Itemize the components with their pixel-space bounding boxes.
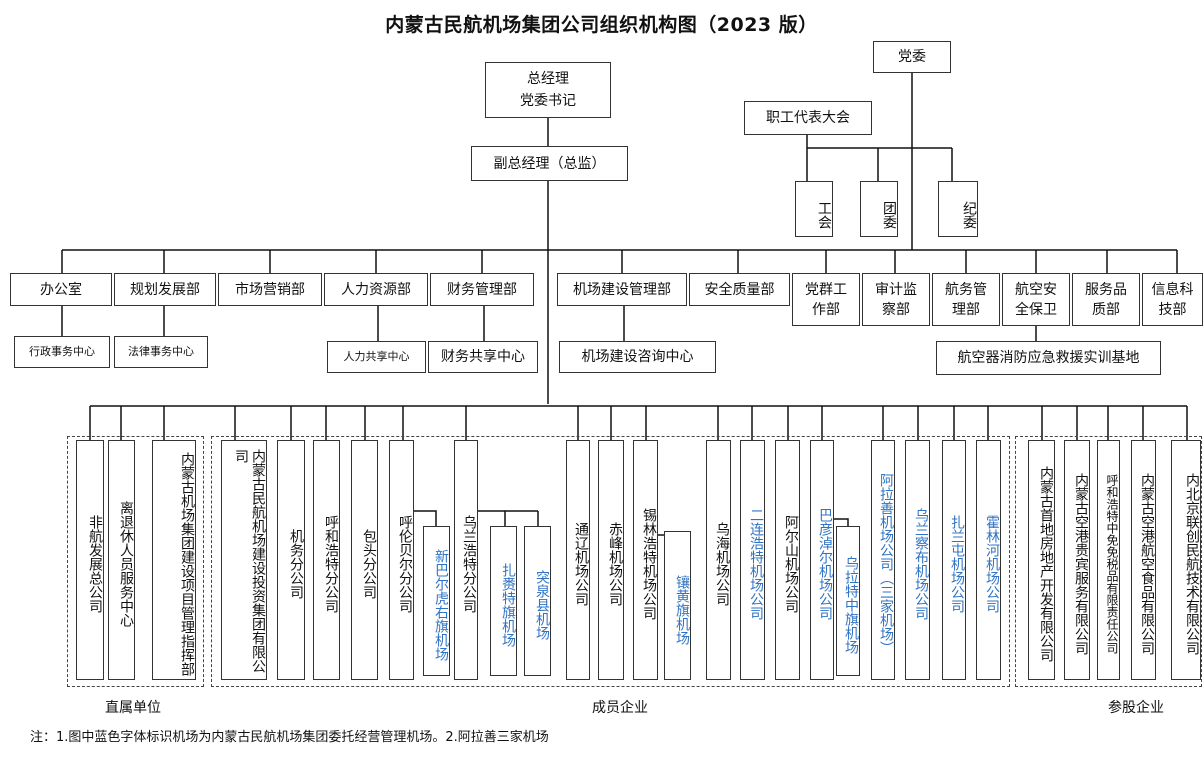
- member-baotou: 包头分公司: [351, 440, 378, 680]
- member-zhalantun: 扎兰屯机场公司: [942, 440, 966, 680]
- equity-dutyfree: 呼和浩特中免免税品有限责任公司: [1097, 440, 1120, 680]
- hr-center-box: 人力共享中心: [327, 341, 426, 373]
- member-investment: 内蒙古民航机场建设投资集团有限公司: [221, 440, 267, 680]
- direct-unit-retiree: 离退休人员服务中心: [108, 440, 135, 680]
- dept-construction: 机场建设管理部: [557, 273, 687, 306]
- dept-it: 信息科技部: [1142, 273, 1203, 326]
- youth-league-box: 团委: [860, 181, 898, 237]
- member-xinbaerhu: 新巴尔虎右旗机场: [423, 526, 450, 676]
- rescue-base-box: 航空器消防应急救援实训基地: [936, 341, 1161, 375]
- equity-units-label: 参股企业: [1108, 700, 1164, 716]
- dept-office: 办公室: [10, 273, 112, 306]
- member-wulatezhong: 乌拉特中旗机场: [836, 526, 860, 676]
- dept-hr: 人力资源部: [324, 273, 428, 306]
- member-wulanchabu: 乌兰察布机场公司: [905, 440, 930, 680]
- legal-center-box: 法律事务中心: [114, 336, 208, 368]
- member-wuhai: 乌海机场公司: [706, 440, 731, 680]
- dept-aviation-security: 航空安全保卫: [1002, 273, 1070, 326]
- workers-congress-box: 职工代表大会: [744, 101, 872, 135]
- member-huolinhe: 霍林河机场公司: [976, 440, 1001, 680]
- member-alashan: 阿拉善机场公司（三家机场）: [871, 440, 895, 680]
- member-xilinhaote: 锡林浩特机场公司: [633, 440, 658, 680]
- dept-finance: 财务管理部: [430, 273, 534, 306]
- member-zhalaite: 扎赉特旗机场: [490, 526, 517, 676]
- member-hulunbeier: 呼伦贝尔分公司: [389, 440, 414, 680]
- member-jiwu: 机务分公司: [277, 440, 305, 680]
- deputy-gm-box: 副总经理（总监）: [471, 146, 628, 181]
- dept-service-quality: 服务品质部: [1072, 273, 1140, 326]
- dept-audit: 审计监察部: [862, 273, 930, 326]
- member-bayannaoer: 巴彦淖尔机场公司: [810, 440, 834, 680]
- member-tongliao: 通辽机场公司: [566, 440, 590, 680]
- equity-shoudi: 内蒙古首地房地产开发有限公司: [1028, 440, 1055, 680]
- equity-units-group: [1015, 436, 1202, 687]
- direct-unit-hq-project: 内蒙古机场集团建设项目管理指挥部: [152, 440, 196, 680]
- discipline-box: 纪委: [938, 181, 978, 237]
- dept-flight-ops: 航务管理部: [932, 273, 1000, 326]
- equity-vip: 内蒙古空港贵宾服务有限公司: [1064, 440, 1090, 680]
- equity-lianchuang: 内北京联创民航技术有限公司: [1171, 440, 1201, 680]
- dept-safety-quality: 安全质量部: [689, 273, 790, 306]
- dept-planning: 规划发展部: [114, 273, 216, 306]
- dept-marketing: 市场营销部: [218, 273, 322, 306]
- member-huhehaote: 呼和浩特分公司: [313, 440, 340, 680]
- direct-unit-nonaero: 非航发展总公司: [76, 440, 104, 680]
- construction-center-box: 机场建设咨询中心: [559, 341, 716, 373]
- chart-title: 内蒙古民航机场集团公司组织机构图（2023 版）: [385, 14, 818, 36]
- member-chifeng: 赤峰机场公司: [598, 440, 624, 680]
- member-erlianhaote: 二连浩特机场公司: [740, 440, 765, 680]
- equity-catering: 内蒙古空港航空食品有限公司: [1131, 440, 1156, 680]
- member-wulanhaote: 乌兰浩特分公司: [454, 440, 478, 680]
- admin-center-box: 行政事务中心: [14, 336, 110, 368]
- member-enterprises-label: 成员企业: [592, 700, 648, 716]
- trade-union-box: 工会: [795, 181, 833, 237]
- party-committee-box: 党委: [873, 41, 951, 73]
- gm-box: 总经理 党委书记: [485, 62, 611, 118]
- dept-party-mass: 党群工作部: [792, 273, 860, 326]
- member-aershan: 阿尔山机场公司: [775, 440, 800, 680]
- finance-center-box: 财务共享中心: [428, 341, 538, 373]
- direct-units-label: 直属单位: [105, 700, 161, 716]
- member-tuquan: 突泉县机场: [524, 526, 551, 676]
- footnote: 注：1.图中蓝色字体标识机场为内蒙古民航机场集团委托经营管理机场。2.阿拉善三家…: [30, 730, 549, 745]
- direct-units-group: [67, 436, 204, 687]
- member-xianghuang: 镶黄旗机场: [664, 531, 691, 680]
- member-enterprises-group: [211, 436, 1010, 687]
